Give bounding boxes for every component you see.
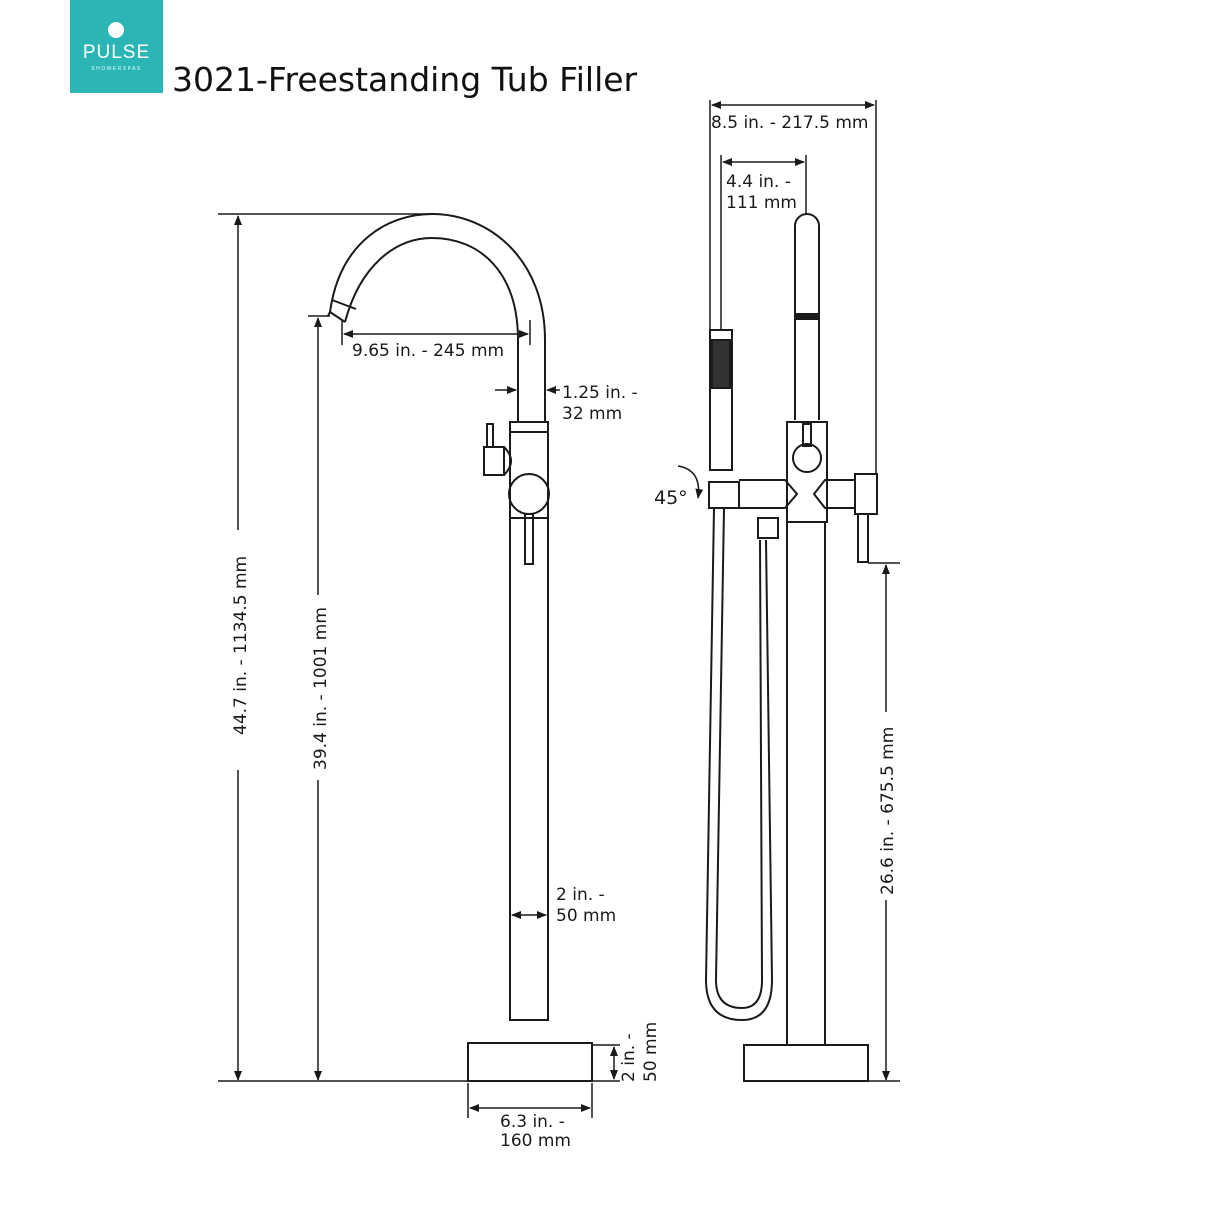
base-height-label-2: 50 mm xyxy=(641,1022,661,1082)
showerhead-ball-icon xyxy=(108,22,124,38)
dimension-labels: 9.65 in. - 245 mm 1.25 in. - 32 mm 2 in.… xyxy=(231,113,898,1151)
base-width-label-2: 160 mm xyxy=(500,1131,571,1151)
page-title: 3021-Freestanding Tub Filler xyxy=(172,60,638,99)
handshower-offset-label-1: 4.4 in. - xyxy=(726,172,791,192)
pulse-logo: PULSE SHOWERSPAS xyxy=(70,0,163,93)
total-height-label: 44.7 in. - 1134.5 mm xyxy=(231,556,251,735)
spout-reach-label: 9.65 in. - 245 mm xyxy=(352,341,504,361)
dimension-lines xyxy=(218,100,900,1118)
logo-brand: PULSE xyxy=(82,42,151,63)
rotation-arrow-icon xyxy=(677,465,704,499)
logo-subtitle: SHOWERSPAS xyxy=(91,66,142,72)
spout-diameter-label-2: 32 mm xyxy=(562,404,622,424)
overall-width-label: 8.5 in. - 217.5 mm xyxy=(711,113,868,133)
spout-height-label: 39.4 in. - 1001 mm xyxy=(311,607,331,770)
spout-diameter-label-1: 1.25 in. - xyxy=(562,383,638,403)
handle-height-label: 26.6 in. - 675.5 mm xyxy=(878,727,898,895)
column-width-label-1: 2 in. - xyxy=(556,885,605,905)
rotation-label: 45° xyxy=(654,487,688,509)
handshower-offset-label-2: 111 mm xyxy=(726,193,797,213)
base-height-label-1: 2 in. - xyxy=(619,1033,639,1082)
right-faucet-view xyxy=(704,213,878,1082)
base-width-label-1: 6.3 in. - xyxy=(500,1112,565,1132)
column-width-label-2: 50 mm xyxy=(556,906,616,926)
